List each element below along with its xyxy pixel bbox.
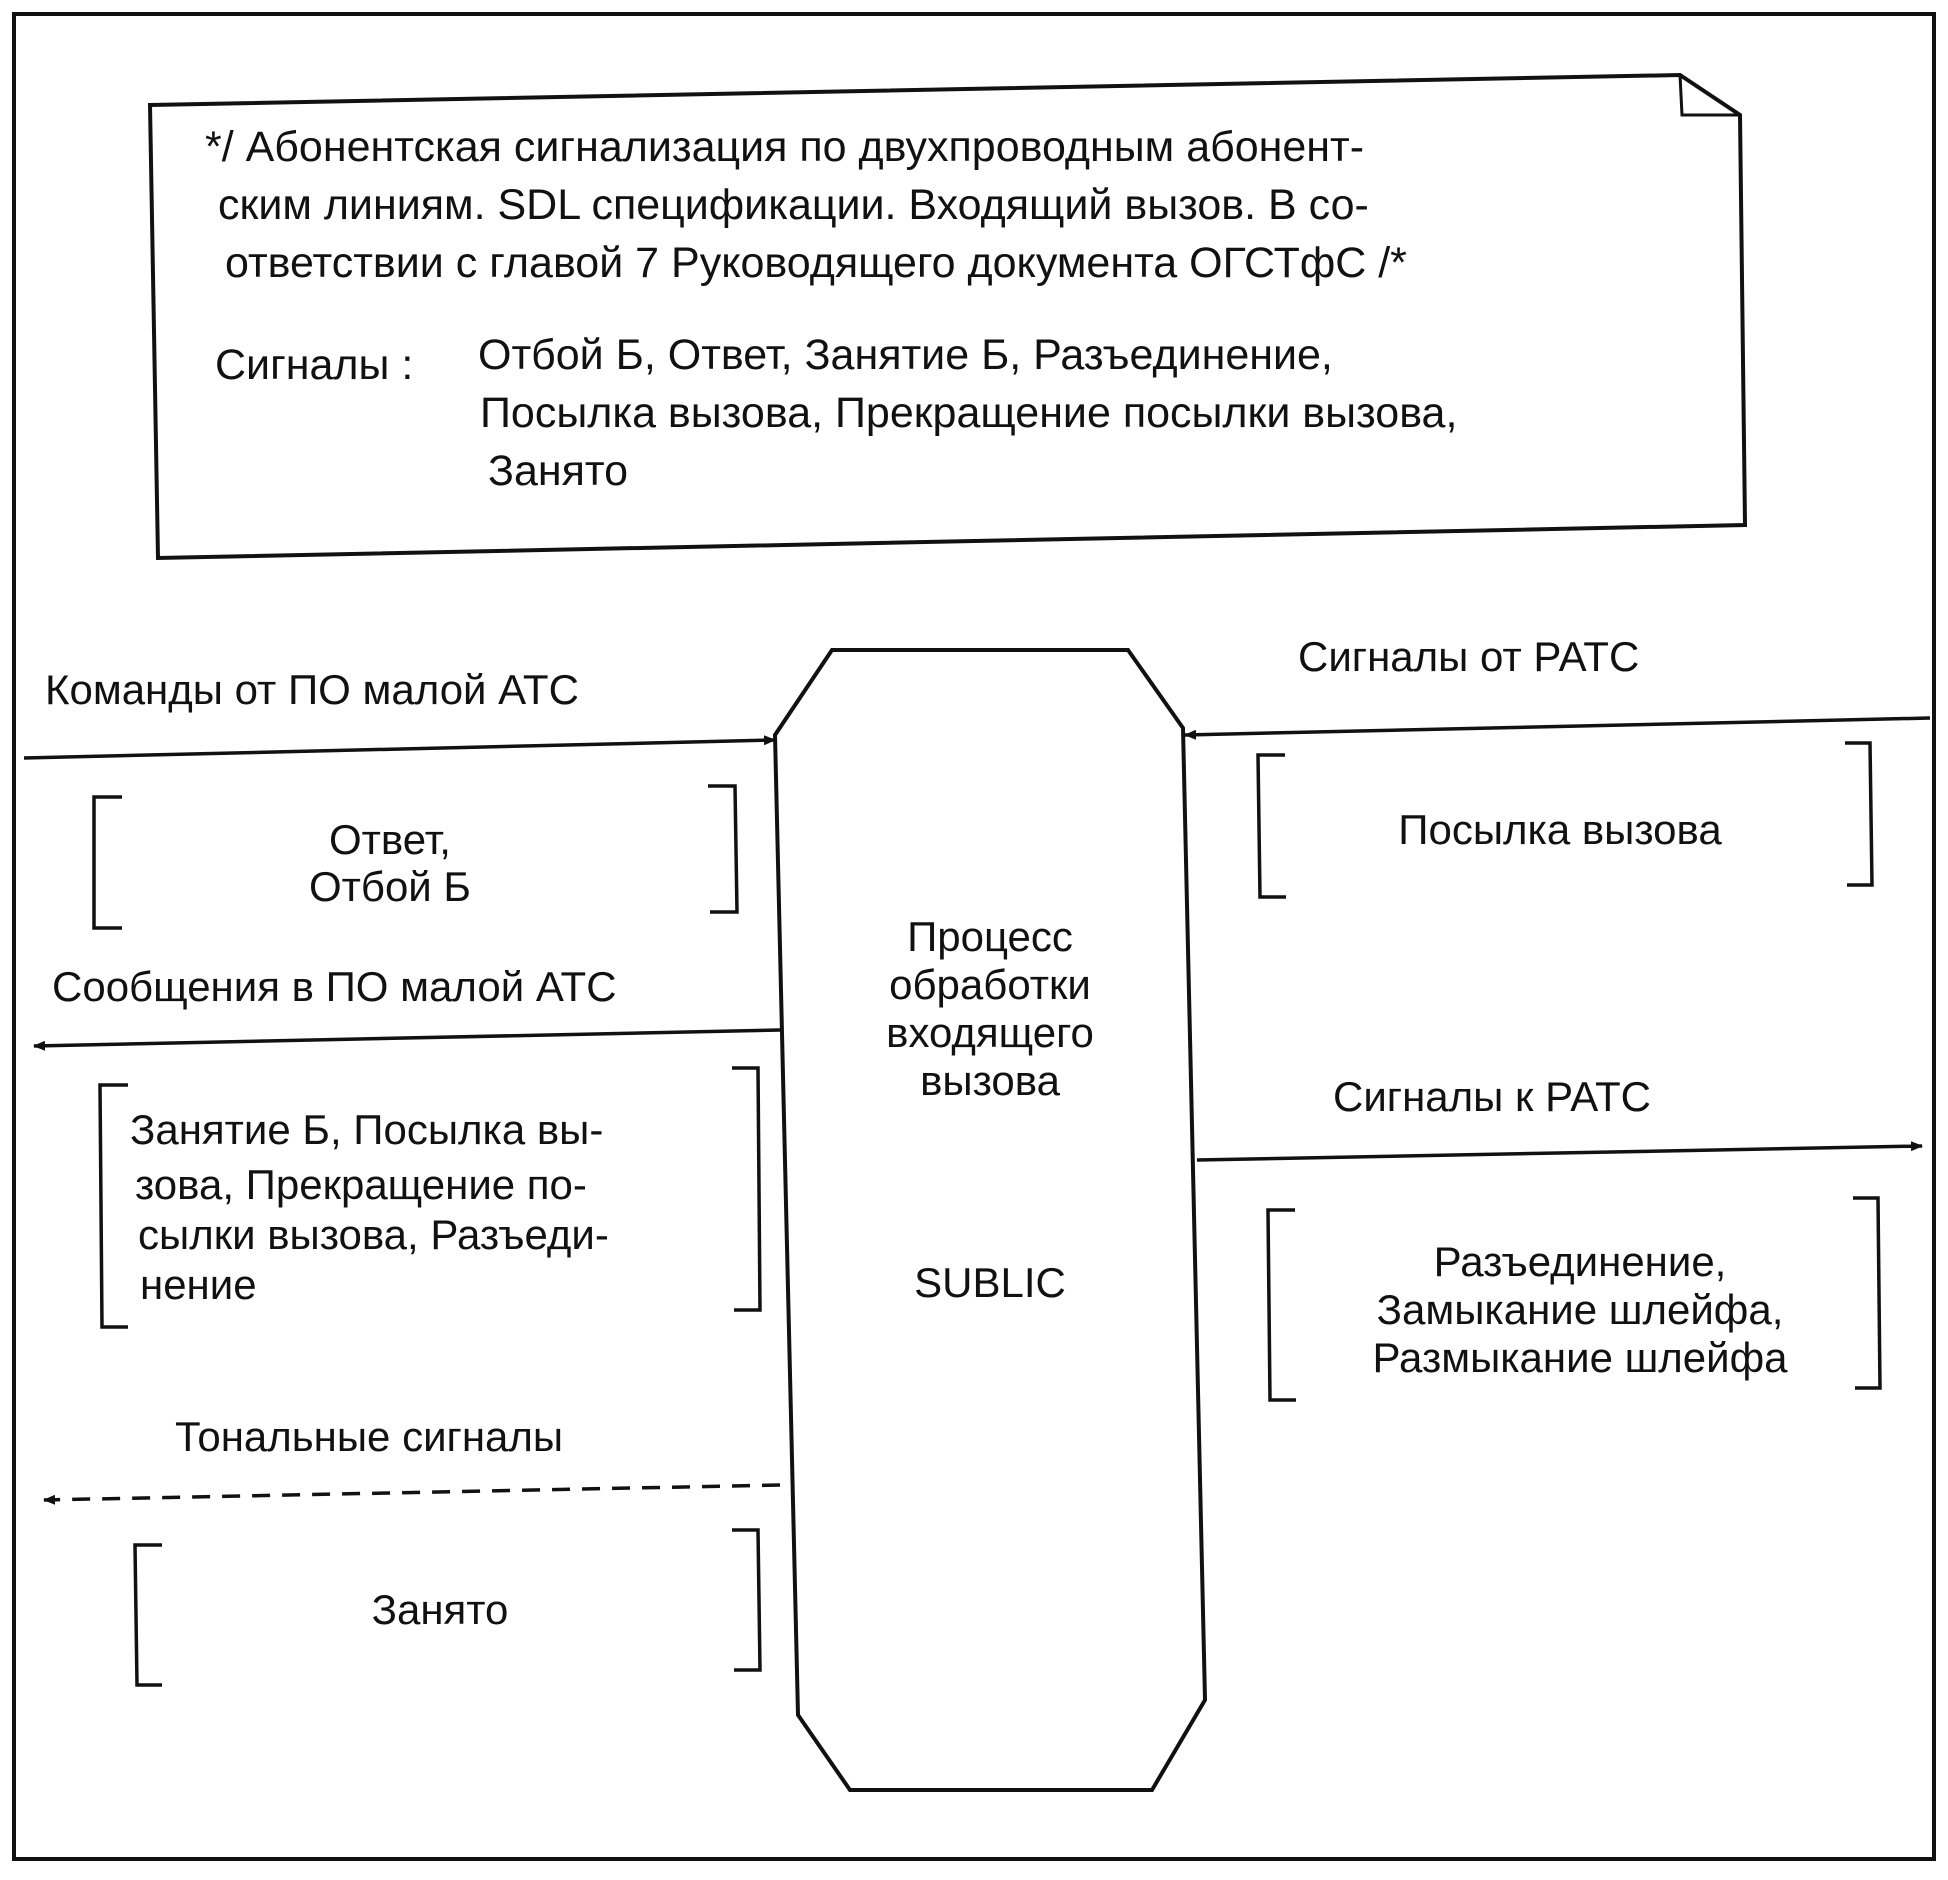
process-line-2: обработки <box>889 961 1091 1008</box>
commands-bracket-left <box>92 795 122 930</box>
messages-bracket-left <box>98 1083 128 1329</box>
messages-arrow <box>33 1028 781 1051</box>
messages-list-1: Занятие Б, Посылка вы- <box>130 1106 604 1153</box>
messages-list-3: сылки вызова, Разъеди- <box>138 1211 609 1258</box>
note-line-2: ским линиям. SDL спецификации. Входящий … <box>218 181 1369 229</box>
note-signals-line-3: Занято <box>488 447 629 495</box>
note-line-3: ответствии с главой 7 Руководящего докум… <box>225 239 1407 287</box>
outer-frame <box>12 12 1936 1861</box>
tones-label: Тональные сигналы <box>175 1413 564 1460</box>
note-signals-label: Сигналы : <box>215 341 414 389</box>
from-ratc-bracket-left <box>1256 753 1286 899</box>
process-box <box>772 648 1208 1792</box>
to-ratc-list-2: Замыкание шлейфа, <box>1376 1286 1784 1333</box>
from-ratc-bracket-right <box>1845 741 1874 887</box>
process-line-4: вызова <box>920 1057 1060 1104</box>
to-ratc-arrow <box>1196 1141 1923 1162</box>
process-line-3: входящего <box>886 1009 1094 1056</box>
commands-list-2: Отбой Б <box>308 863 471 910</box>
note-signals-line-2: Посылка вызова, Прекращение посылки вызо… <box>480 389 1458 437</box>
commands-bracket-right <box>708 784 739 914</box>
to-ratc-bracket-right <box>1853 1196 1882 1390</box>
commands-arrow <box>23 735 776 760</box>
note-signals-line-1: Отбой Б, Ответ, Занятие Б, Разъединение, <box>478 331 1333 379</box>
to-ratc-list-3: Размыкание шлейфа <box>1372 1334 1788 1381</box>
messages-bracket-right <box>732 1066 762 1312</box>
messages-label: Сообщения в ПО малой АТС <box>52 963 617 1010</box>
from-ratc-label: Сигналы от РАТС <box>1298 633 1640 680</box>
tones-list-1: Занято <box>371 1586 509 1633</box>
commands-label: Команды от ПО малой АТС <box>45 666 579 713</box>
to-ratc-list-1: Разъединение, <box>1433 1238 1727 1285</box>
from-ratc-list-1: Посылка вызова <box>1398 806 1722 853</box>
process-line-1: Процесс <box>907 913 1073 960</box>
to-ratc-bracket-left <box>1266 1208 1296 1402</box>
to-ratc-label: Сигналы к РАТС <box>1333 1073 1651 1120</box>
commands-list-1: Ответ, <box>329 816 451 863</box>
tones-bracket-right <box>732 1528 762 1672</box>
note-box <box>147 72 1748 561</box>
messages-list-2: зова, Прекращение по- <box>135 1161 587 1208</box>
process-name: SUBLIC <box>914 1259 1066 1306</box>
note-line-1: */ Абонентская сигнализация по двухпрово… <box>205 123 1365 171</box>
tones-arrow <box>43 1483 781 1505</box>
tones-bracket-left <box>133 1543 162 1687</box>
messages-list-4: нение <box>140 1261 257 1308</box>
note-fold <box>1678 74 1740 117</box>
from-ratc-arrow <box>1184 716 1931 740</box>
